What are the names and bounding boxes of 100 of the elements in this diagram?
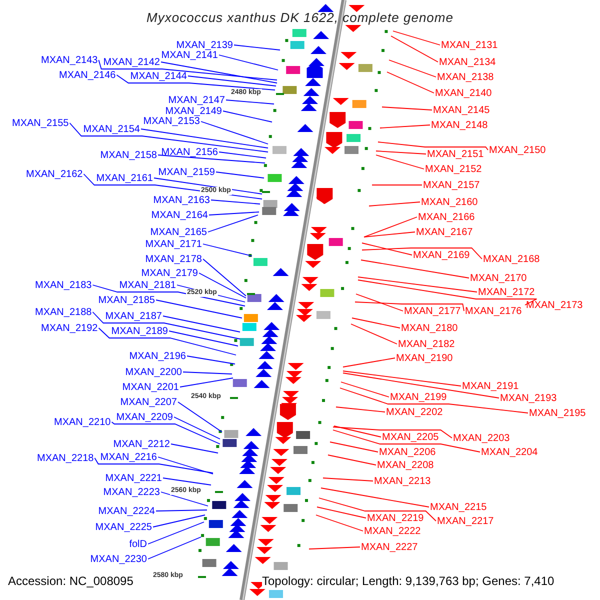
gene-label: MXAN_2143 [41,54,98,66]
gene-label: MXAN_2149 [165,106,222,116]
gene-label: MXAN_2213 [374,476,431,486]
gene-label: MXAN_2169 [413,250,470,260]
leader-line [386,72,434,94]
leader-line [210,200,260,204]
gene-label: MXAN_2146 [59,70,116,80]
leader-line [94,458,214,474]
gene-label: MXAN_2159 [158,166,215,178]
gene-label: MXAN_2166 [418,212,475,222]
leader-line [116,74,276,90]
leader-line [182,372,232,374]
gene-label: MXAN_2141 [161,50,218,60]
gene-label: MXAN_2190 [396,352,453,364]
leader-line [372,184,422,186]
gene-label: MXAN_2227 [361,542,418,552]
leader-line [320,488,430,508]
gene-label: MXAN_2196 [129,350,186,362]
leader-line [322,478,374,482]
leader-line [318,498,436,522]
leader-line [358,280,538,306]
gene-label: MXAN_2192 [41,322,98,334]
gene-label: MXAN_2154 [83,124,140,134]
leader-line [188,76,276,86]
gene-label: MXAN_2145 [433,104,490,116]
gene-label: MXAN_2168 [483,254,540,264]
gene-label: MXAN_2158 [100,150,157,160]
leader-line [358,276,478,292]
title: Myxococcus xanthus DK 1622, complete genome [146,10,454,25]
gene-label: MXAN_2185 [98,294,155,306]
leader-line [364,216,418,238]
leader-line [390,36,438,62]
gene-label: MXAN_2201 [122,382,179,392]
leader-line [174,416,220,440]
gene-label: MXAN_2205 [382,432,439,442]
gene-label: MXAN_2163 [153,194,210,206]
gene-label: MXAN_2134 [439,56,496,68]
leader-line [170,444,218,454]
leader-line [218,152,266,158]
gene-label: MXAN_2160 [421,196,478,208]
leader-line [208,212,260,216]
leader-line [226,100,274,104]
leader-line [168,330,238,346]
gene-label: MXAN_2208 [377,460,434,470]
leader-line [340,382,390,398]
gene-label: MXAN_2221 [105,472,162,484]
gene-label: MXAN_2203 [453,432,510,444]
leader-line [218,54,278,70]
gene-label: MXAN_2217 [437,516,494,526]
leader-line [380,124,430,128]
leader-line [160,492,208,506]
gene-label: MXAN_2202 [386,406,443,418]
gene-label: MXAN_2222 [364,526,421,536]
gene-label: MXAN_2171 [145,238,202,250]
gene-label: MXAN_2167 [416,226,473,238]
leader-line [208,214,258,232]
leader-line [234,44,280,50]
gene-label: MXAN_2218 [37,452,94,464]
gene-label: MXAN_2193 [500,392,557,404]
gene-label: MXAN_2210 [54,416,111,428]
gene-label: MXAN_2152 [425,164,482,174]
gene-label: MXAN_2223 [103,486,160,498]
gene-label: MXAN_2219 [367,512,424,524]
leader-line [140,128,268,148]
leader-line [392,30,440,46]
gene-label: MXAN_2176 [465,306,522,316]
gene-label: MXAN_2181 [119,280,176,290]
gene-label: MXAN_2147 [168,94,225,106]
leader-line [152,514,206,528]
leader-line [316,506,366,518]
leader-line [308,546,360,550]
gene-label: MXAN_2162 [26,168,83,180]
gene-label: folD [129,538,147,550]
gene-label: MXAN_2204 [481,446,538,458]
gene-label: MXAN_2225 [95,522,152,532]
gene-label: MXAN_2230 [90,554,147,564]
leader-line [360,260,470,278]
gene-label: MXAN_2191 [462,380,519,392]
gene-label: MXAN_2151 [427,148,484,160]
gene-label: MXAN_2138 [437,72,494,82]
gene-label: MXAN_2207 [120,396,177,408]
gene-label: MXAN_2179 [141,268,198,278]
leader-line [378,142,488,150]
leader-line [92,284,246,306]
gene-label: MXAN_2157 [423,180,480,190]
gene-label: MXAN_2139 [176,40,233,50]
leader-line [350,324,398,344]
gene-label: MXAN_2144 [130,70,187,82]
leader-line [180,378,234,388]
leader-line [332,426,452,438]
gene-label: MXAN_2199 [390,392,447,402]
leader-line [148,536,202,560]
gene-label: MXAN_2150 [489,144,546,156]
leader-line [362,242,412,256]
gene-label: MXAN_2189 [111,326,168,336]
leader-line [342,370,462,386]
gene-label: MXAN_2187 [105,310,162,322]
footer-note: Accession: NC_008095 [8,574,134,588]
leader-line [92,312,240,340]
leader-line [334,426,382,438]
